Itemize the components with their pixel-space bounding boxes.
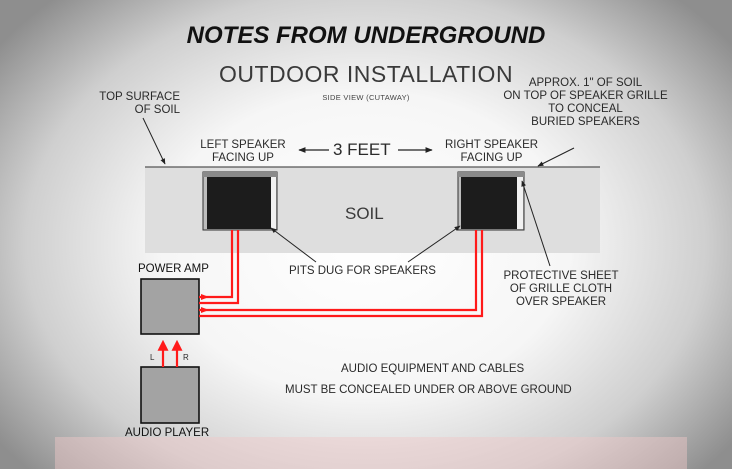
label-top-surface: TOP SURFACE OF SOIL bbox=[99, 91, 180, 116]
diagram-subtitle: OUTDOOR INSTALLATION bbox=[218, 61, 514, 87]
label-soil: SOIL bbox=[345, 204, 384, 223]
leader-approx-soil bbox=[537, 147, 575, 167]
label-power-amp: POWER AMP bbox=[138, 263, 209, 275]
label-channel-left: L bbox=[150, 353, 155, 362]
right-speaker bbox=[457, 171, 525, 231]
audio-player-box bbox=[140, 366, 200, 424]
diagram-title: NOTES FROM UNDERGROUND bbox=[186, 22, 546, 49]
leader-top-surface bbox=[142, 117, 166, 165]
cable-left-speaker bbox=[199, 230, 240, 305]
cable-player-to-amp bbox=[157, 339, 183, 367]
power-amp-box bbox=[140, 278, 200, 335]
label-left-speaker: LEFT SPEAKER FACING UP bbox=[200, 139, 286, 164]
bottom-band bbox=[55, 437, 687, 469]
view-note: SIDE VIEW (CUTAWAY) bbox=[322, 93, 410, 102]
leader-pit-left bbox=[270, 227, 317, 263]
label-distance: 3 FEET bbox=[333, 140, 391, 159]
leader-protective bbox=[521, 180, 551, 267]
label-approx-soil: APPROX. 1" OF SOIL ON TOP OF SPEAKER GRI… bbox=[503, 77, 668, 128]
left-speaker bbox=[202, 171, 278, 231]
label-right-speaker: RIGHT SPEAKER FACING UP bbox=[444, 139, 539, 164]
leader-pit-right bbox=[407, 225, 461, 263]
note-line-1: AUDIO EQUIPMENT AND CABLES bbox=[341, 363, 525, 375]
label-pits: PITS DUG FOR SPEAKERS bbox=[289, 265, 436, 277]
cable-right-speaker bbox=[199, 230, 484, 318]
label-audio-player: AUDIO PLAYER bbox=[125, 427, 210, 439]
label-protective: PROTECTIVE SHEET OF GRILLE CLOTH OVER SP… bbox=[503, 270, 619, 308]
note-line-2: MUST BE CONCEALED UNDER OR ABOVE GROUND bbox=[285, 384, 572, 396]
label-channel-right: R bbox=[183, 353, 189, 362]
